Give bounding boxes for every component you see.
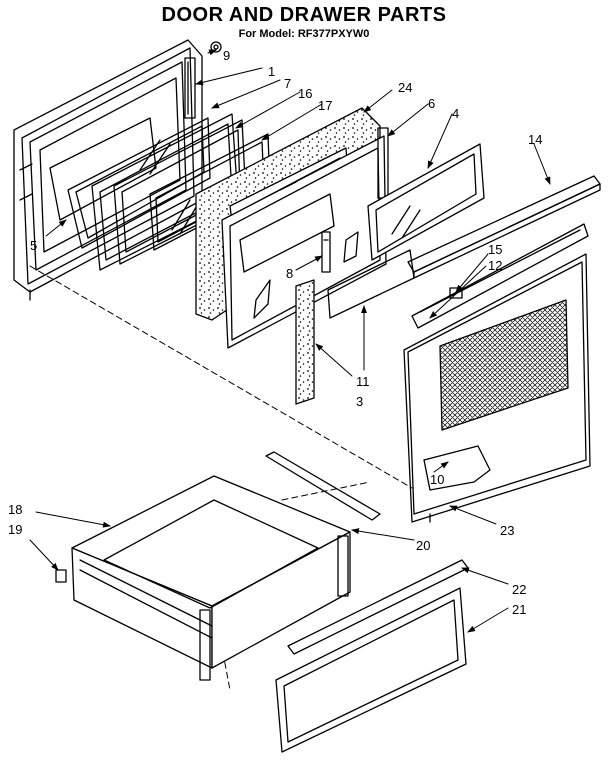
drawer-front-panel [275, 587, 467, 753]
callout-label: 3 [356, 394, 363, 409]
callout-label: 8 [286, 266, 293, 281]
callout-label: 17 [318, 98, 332, 113]
callout-label: 7 [284, 76, 291, 91]
callout-label: 24 [398, 80, 412, 95]
callout-label: 16 [298, 86, 312, 101]
inner-door-panel [403, 253, 591, 523]
callout-label: 10 [430, 472, 444, 487]
spacer-clip [321, 231, 331, 273]
drawer-rail-rear [265, 451, 381, 521]
door-top-trim [407, 175, 601, 279]
callout-label: 5 [30, 238, 37, 253]
callout-label: 11 [356, 374, 370, 389]
leader-lines [29, 49, 551, 633]
callout-label: 22 [512, 582, 526, 597]
callout-label: 15 [488, 242, 502, 257]
callout-label: 21 [512, 602, 526, 617]
part-callouts: 9 1 7 16 17 24 6 4 14 5 8 15 12 11 3 10 … [8, 48, 542, 617]
page-title: DOOR AND DRAWER PARTS [161, 4, 447, 26]
model-subtitle: For Model: RF377PXYW0 [238, 28, 370, 40]
callout-label: 20 [416, 538, 430, 553]
storage-drawer [71, 475, 351, 681]
callout-label: 4 [452, 106, 459, 121]
callout-label: 1 [268, 64, 275, 79]
callout-label: 23 [500, 523, 514, 538]
callout-label: 9 [223, 48, 230, 63]
callout-label: 18 [8, 502, 22, 517]
window-glass [367, 143, 485, 261]
inner-door-liner [221, 135, 387, 349]
vertical-seal-strip [295, 279, 315, 405]
callout-label: 19 [8, 522, 22, 537]
door-hinge-part [184, 57, 196, 119]
callout-label: 6 [428, 96, 435, 111]
callout-label: 12 [488, 258, 502, 273]
drawer-stop [55, 569, 67, 583]
callout-label: 14 [528, 132, 542, 147]
